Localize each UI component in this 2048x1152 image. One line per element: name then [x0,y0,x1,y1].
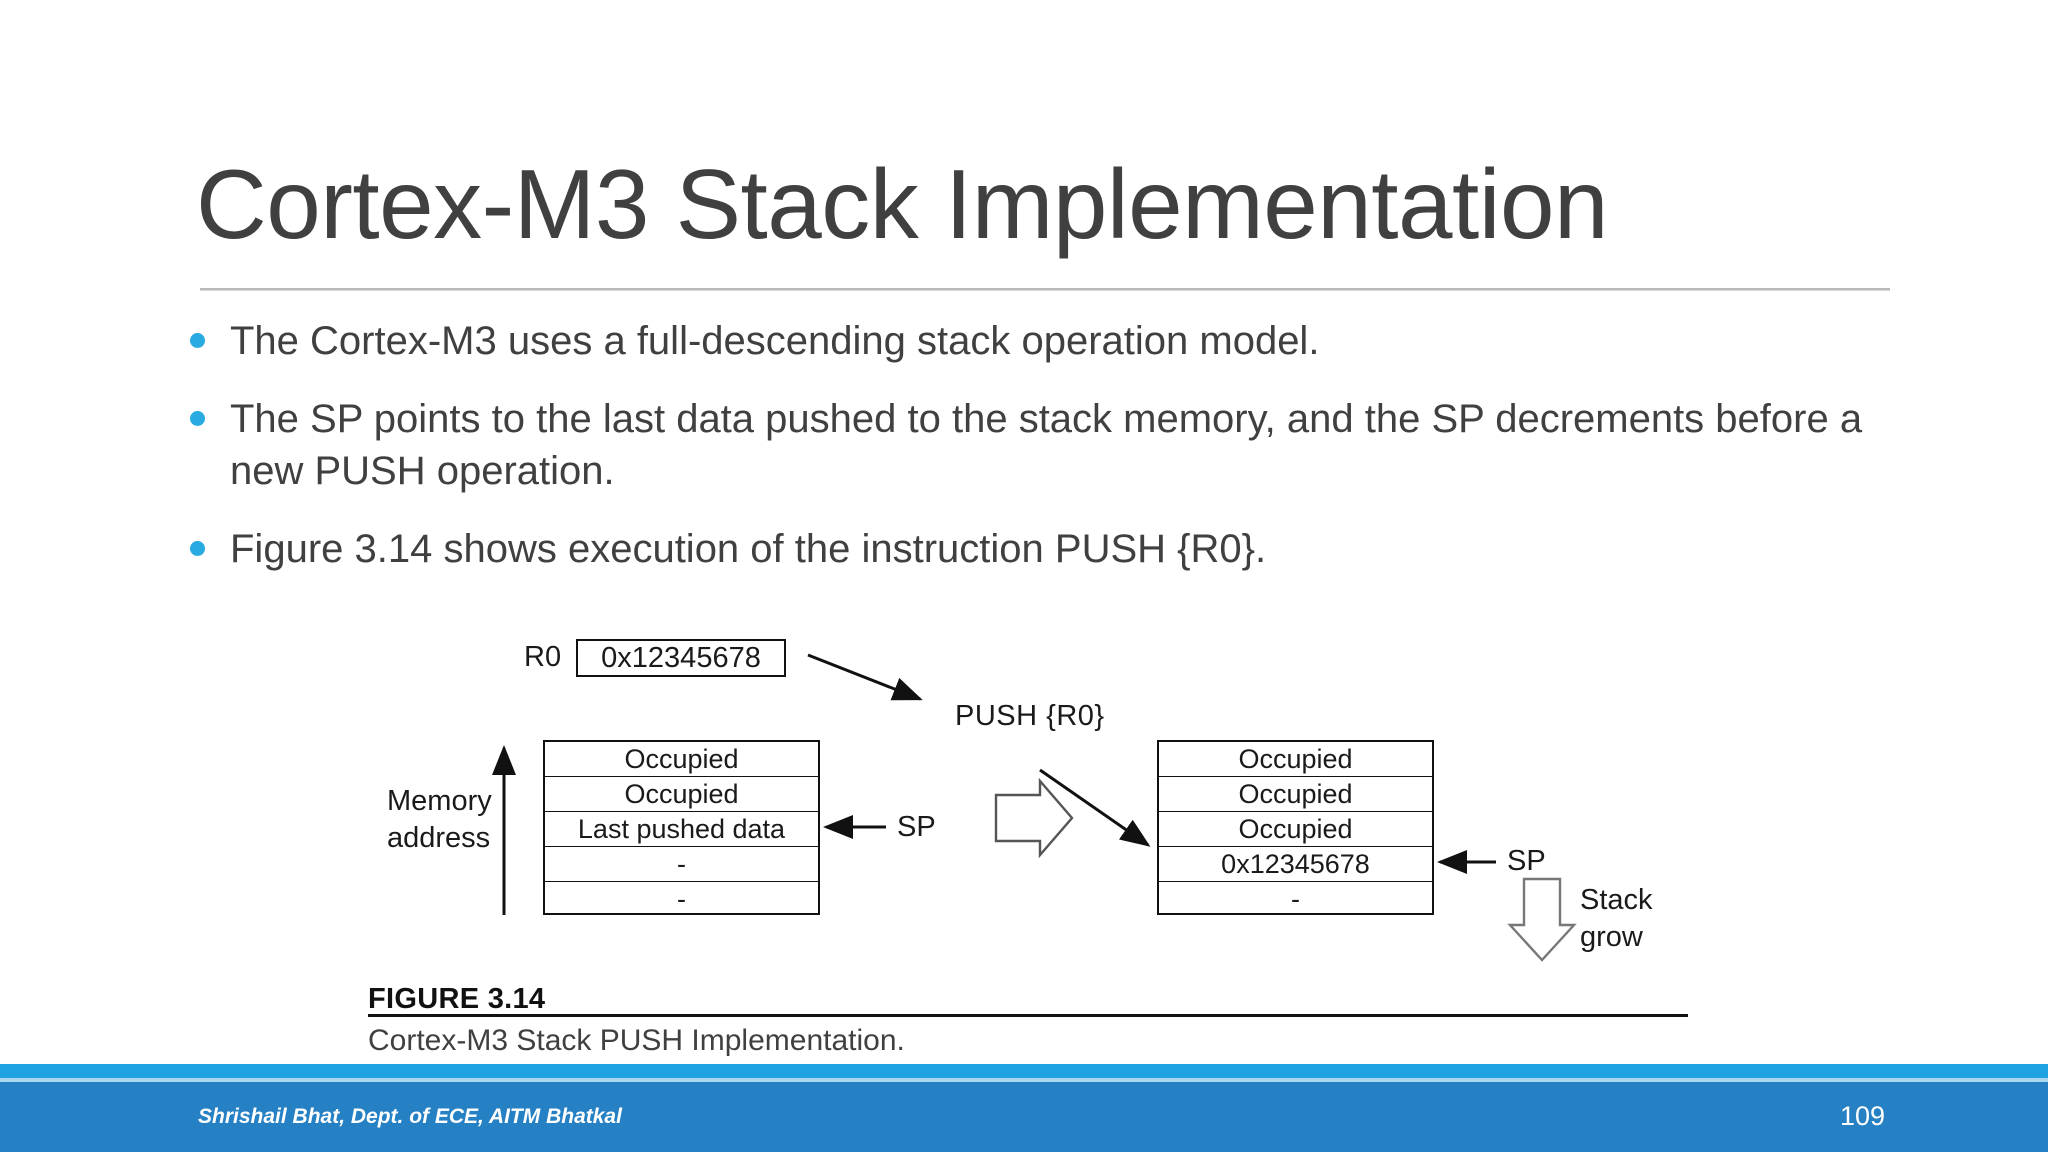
bullet-list: The Cortex-M3 uses a full-descending sta… [178,315,1898,601]
list-item: Figure 3.14 shows execution of the instr… [178,523,1898,575]
stack-cell: 0x12345678 [1159,847,1432,882]
bullet-dot-icon [190,411,205,426]
register-value-box: 0x12345678 [576,639,786,677]
figure-caption-title: FIGURE 3.14 [368,983,546,1015]
stack-after-push: Occupied Occupied Occupied 0x12345678 - [1157,740,1434,915]
register-name-label: R0 [524,641,562,673]
figure-caption-text: Cortex-M3 Stack PUSH Implementation. [368,1024,905,1057]
footer-accent-strip [0,1064,2048,1078]
memory-address-label-line2: address [387,822,491,855]
stack-cell: Occupied [545,742,818,777]
stack-cell: - [677,884,686,914]
bullet-text: The SP points to the last data pushed to… [230,397,1863,493]
list-item: The Cortex-M3 uses a full-descending sta… [178,315,1898,367]
page-title: Cortex-M3 Stack Implementation [196,149,1608,259]
bullet-text: The Cortex-M3 uses a full-descending sta… [230,319,1320,363]
stack-grow-label-line2: grow [1580,921,1643,954]
footer-credit: Shrishail Bhat, Dept. of ECE, AITM Bhatk… [198,1105,622,1128]
stack-grow-label: Stack grow [1580,882,1653,956]
title-divider [200,288,1890,291]
stack-cell: - [1291,884,1300,914]
memory-address-label-line1: Memory [387,785,492,817]
stack-cell: Occupied [1159,742,1432,777]
stack-cell: Occupied [1159,777,1432,812]
stack-grow-label-line1: Stack [1580,884,1653,916]
push-operation-label: PUSH {R0} [955,700,1105,732]
sp-label-after: SP [1507,845,1546,877]
bullet-dot-icon [190,541,205,556]
bullet-dot-icon [190,333,205,348]
slide-number: 109 [1840,1101,1886,1131]
footer-gap-strip [0,1078,2048,1082]
stack-cell: Occupied [1159,812,1432,847]
figure-caption-rule [368,1014,1688,1017]
memory-address-label: Memory address [387,783,492,857]
list-item: The SP points to the last data pushed to… [178,393,1898,497]
sp-label-before: SP [897,811,936,843]
footer-bar [0,1082,2048,1152]
stack-cell: Occupied [545,777,818,812]
bullet-text: Figure 3.14 shows execution of the instr… [230,527,1267,571]
stack-cell: - [545,847,818,882]
stack-before-push: Occupied Occupied Last pushed data - - [543,740,820,915]
stack-cell: Last pushed data [545,812,818,847]
